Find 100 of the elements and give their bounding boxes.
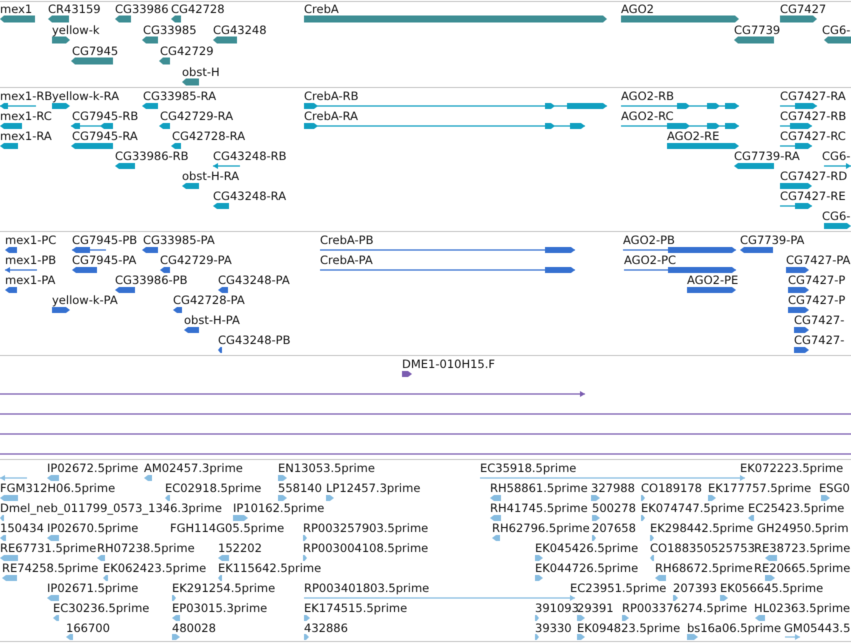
feature-label: EK174515.5prime [304,601,408,615]
feature-label: AGO2-PE [687,273,738,287]
feature-label: ESG0 [819,481,850,495]
feature-label: AGO2-RB [621,89,674,103]
feature-label: CG7945-RB [72,109,138,123]
feature-label: CrebA [304,2,339,16]
feature-label: AGO2-PC [624,253,676,267]
feature-label: CG7427- [794,313,844,327]
feature-label: CG7945-PA [72,253,136,267]
feature-label: EK074747.5prime [641,501,744,515]
feature-label: CG7945 [72,44,118,58]
feature-label: EK298442.5prime [650,521,754,535]
feature-label: RE20665.5prime [754,561,850,575]
feature-label: IP02672.5prime [47,461,138,475]
feature-label: RH41745.5prime [490,501,588,515]
feature-label: CG6- [822,23,850,37]
feature-label: CG43248-RA [213,189,286,203]
feature-label: bs16a06.5prime [687,621,782,635]
feature-label: CG33985-PA [143,233,215,247]
feature-label: mex1-RB [0,89,52,103]
feature-label: mex1-PB [5,253,56,267]
feature-label: CG7427-PA [786,253,850,267]
feature-label: EC02918.5prime [165,481,262,495]
feature-label: CG7427- [794,333,844,347]
feature-label: CG7427-P [788,293,846,307]
feature-label: CG33985-RA [143,89,216,103]
feature-label: obst-H [182,65,220,79]
feature-label: EC23951.5prime [570,581,666,595]
feature-label: CG7427 [780,2,826,16]
feature-label: 558140 [278,481,322,495]
feature-label: FGM312H06.5prime [0,481,116,495]
feature-label: AM02457.3prime [144,461,243,475]
feature-label: CG43248-PB [218,333,290,347]
feature-label: EK177757.5prime [708,481,812,495]
feature-label: RP003257903.5prime [303,521,428,535]
feature-label: LP12457.3prime [326,481,420,495]
feature-label: yellow-k-PA [52,293,118,307]
feature-label: EC35918.5prime [480,461,576,475]
feature-label: 29391 [577,601,614,615]
feature-label: DME1-010H15.F [402,357,496,371]
feature-label: AGO2-RC [621,109,674,123]
feature-label: 480028 [172,621,216,635]
feature-label: Dmel_neb_011799_0573_1346.3prime [0,501,222,515]
feature-label: CG7739 [734,23,780,37]
feature-label: 152202 [218,541,262,555]
feature-label: CrebA-RA [304,109,358,123]
feature-label: EN13053.5prime [278,461,375,475]
feature-label: obst-H-PA [184,313,240,327]
feature-label: EK072223.5prime [740,461,844,475]
feature-label: CG43248 [213,23,267,37]
feature-label: CG7427-RC [780,129,846,143]
feature-label: RE38723.5prime [754,541,850,555]
feature-label: CG33986 [115,2,169,16]
feature-label: 39330 [535,621,572,635]
feature-label: RP003004108.5prime [303,541,428,555]
feature-label: EC30236.5prime [53,601,150,615]
feature-label: CG6- [822,209,850,223]
feature-label: RH68672.5prime [655,561,753,575]
feature-label: mex1-RC [0,109,52,123]
feature-label: CG7427-RB [780,109,846,123]
feature-label: EK062423.5prime [103,561,206,575]
feature-label: FGH114G05.5prime [170,521,284,535]
feature-label: 432886 [304,621,348,635]
feature-label: CrebA-RB [304,89,359,103]
feature-label: 391093 [535,601,579,615]
feature-label: CG42728-RA [172,129,246,143]
feature-label: CG7427-RA [780,89,846,103]
feature-label: EK044726.5prime [535,561,638,575]
feature-label: 166700 [66,621,110,635]
feature-label: CG6- [822,149,850,163]
feature-label: IP02671.5prime [47,581,138,595]
feature-label: RE67731.5prime [0,541,96,555]
feature-label: CO189178 [641,481,702,495]
feature-label: EK045426.5prime [535,541,638,555]
feature-label: CG33986-RB [115,149,189,163]
feature-label: EC25423.5prime [748,501,844,515]
feature-label: CO188350525753 [650,541,755,555]
feature-label: CrebA-PB [320,233,374,247]
feature-label: CG42728 [171,2,225,16]
feature-label: RP003376274.5prime [622,601,748,615]
feature-label: AGO2-PB [623,233,675,247]
feature-label: IP10162.5prime [233,501,324,515]
feature-label: EK056645.5prime [720,581,824,595]
feature-label: 207658 [592,521,636,535]
feature-label: EK115642.5prime [218,561,322,575]
feature-label: CG7739-PA [740,233,804,247]
feature-label: mex1 [0,2,32,16]
feature-label: CG7739-RA [734,149,800,163]
feature-label: obst-H-RA [182,169,240,183]
feature-label: RE74258.5prime [2,561,98,575]
feature-label: RH07238.5prime [97,541,195,555]
feature-label: CG42729-PA [160,253,232,267]
feature-label: 207393 [673,581,717,595]
feature-label: CG33985 [143,23,197,37]
feature-label: CG42728-PA [173,293,245,307]
feature-label: CG43248-RB [213,149,287,163]
feature-label: CG7427-RD [780,169,848,183]
feature-label: CG7427-RE [780,189,846,203]
feature-label: CG42729-RA [160,109,234,123]
feature-label: 500278 [592,501,636,515]
